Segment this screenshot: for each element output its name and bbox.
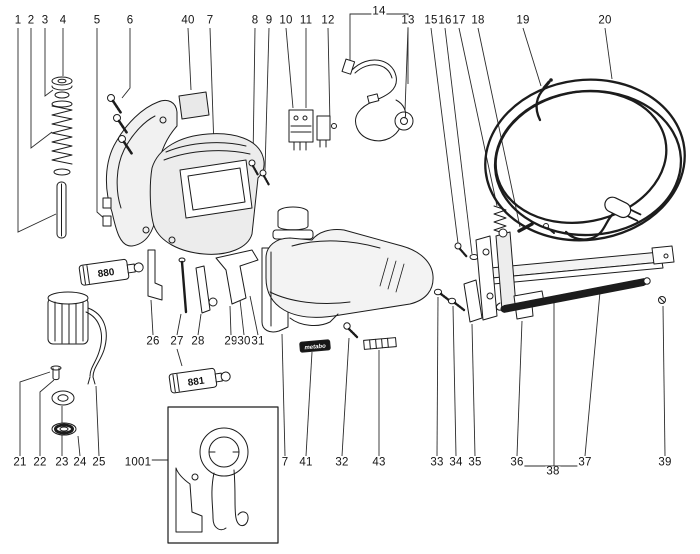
type-label-plate bbox=[178, 91, 210, 120]
body-screw bbox=[343, 322, 359, 339]
housing-screws bbox=[107, 94, 134, 156]
leader-line bbox=[477, 27, 521, 228]
brand-plate-label: metabo bbox=[304, 344, 326, 352]
plunger-rod bbox=[53, 168, 71, 239]
leader-lines bbox=[17, 13, 666, 467]
leader-line bbox=[229, 305, 232, 336]
leader-line bbox=[209, 27, 215, 149]
cord-end-ferrule bbox=[542, 78, 553, 90]
leader-line bbox=[471, 323, 476, 457]
leader-line bbox=[187, 27, 192, 91]
leader-line bbox=[516, 320, 523, 457]
tool-body bbox=[261, 206, 434, 333]
leader-line bbox=[584, 291, 601, 457]
leader-line bbox=[249, 295, 259, 336]
leader-line bbox=[662, 305, 666, 457]
leader-line bbox=[404, 27, 409, 112]
housing-shell-right bbox=[149, 133, 265, 255]
leader-line bbox=[176, 313, 182, 336]
leader-line bbox=[95, 385, 100, 457]
leader-line bbox=[150, 299, 154, 336]
leader-line bbox=[197, 313, 202, 336]
internal-bracket-parts bbox=[147, 249, 259, 314]
tube-881-label: 881 bbox=[187, 376, 205, 389]
detail-inset-1001 bbox=[167, 406, 279, 544]
leader-line bbox=[452, 305, 457, 457]
small-parts-bottom-left bbox=[50, 365, 77, 436]
leader-line bbox=[176, 348, 183, 367]
leader-line bbox=[44, 28, 54, 97]
leader-line bbox=[522, 27, 542, 87]
spare-strip bbox=[363, 337, 397, 350]
leader-line bbox=[252, 27, 256, 161]
leader-line bbox=[349, 13, 409, 84]
leader-line bbox=[341, 337, 350, 457]
leader-line bbox=[239, 299, 245, 336]
leader-line bbox=[77, 435, 81, 457]
leader-line bbox=[430, 27, 459, 244]
plunger-washer-stack bbox=[51, 76, 73, 99]
leader-line bbox=[121, 28, 131, 99]
leader-line bbox=[281, 333, 286, 457]
leader-line bbox=[444, 27, 473, 255]
leader-line bbox=[285, 27, 294, 109]
leader-line bbox=[305, 351, 313, 457]
power-plug bbox=[604, 196, 642, 222]
leader-line bbox=[458, 27, 498, 207]
leader-line bbox=[17, 28, 57, 233]
leader-line bbox=[39, 379, 55, 456]
power-cord-coil bbox=[484, 78, 686, 242]
magazine-rail-assembly bbox=[463, 228, 675, 323]
leader-line bbox=[604, 27, 613, 80]
tube-880-label: 880 bbox=[97, 267, 115, 280]
grease-tube-880: 880 bbox=[78, 258, 144, 286]
leader-line bbox=[436, 296, 439, 457]
brand-plate: metabo bbox=[299, 339, 331, 353]
grease-tube-881: 881 bbox=[168, 367, 231, 394]
small-fasteners-mid bbox=[454, 205, 555, 260]
cover-screws bbox=[248, 159, 271, 187]
leader-line bbox=[96, 28, 107, 221]
leader-line bbox=[264, 27, 270, 171]
switch-cable-assembly bbox=[341, 58, 414, 142]
leader-line bbox=[19, 371, 51, 456]
leader-line bbox=[30, 28, 53, 149]
leader-line bbox=[327, 27, 331, 125]
switch-module bbox=[288, 109, 337, 151]
coil-spring-main bbox=[51, 100, 73, 165]
rail-screws bbox=[433, 288, 666, 312]
magazine-pusher-spring bbox=[495, 277, 651, 313]
solenoid-coil bbox=[47, 291, 107, 385]
